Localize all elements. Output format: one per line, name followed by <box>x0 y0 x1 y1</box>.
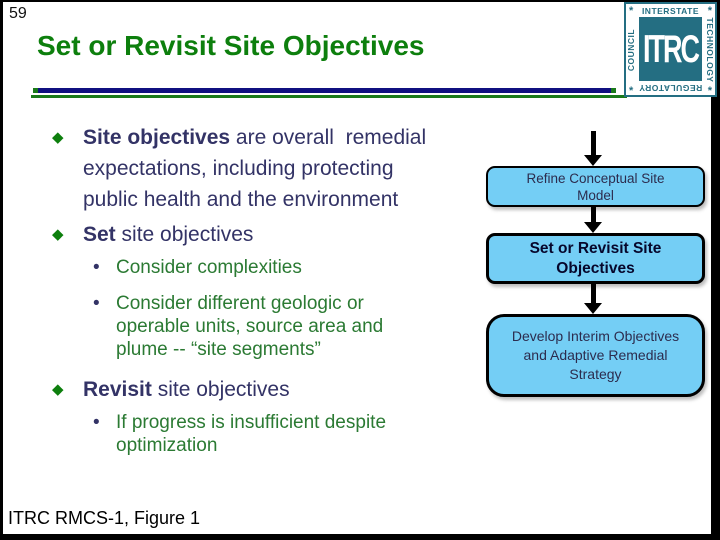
bullet-text: Revisit site objectives <box>83 374 290 405</box>
flow-arrow-down <box>584 207 602 233</box>
sub-bullet-consider-complexities: • Consider complexities <box>93 256 480 279</box>
star-icon: * <box>629 85 634 97</box>
bullet-item-revisit-objectives: ◆ Revisit site objectives <box>48 374 480 405</box>
logo-word-council: COUNCIL <box>626 28 636 71</box>
sub-bullet-text: Consider different geologic or operable … <box>116 292 383 361</box>
sub-bullet-line: Consider different geologic or <box>116 293 364 314</box>
slide-number: 59 <box>9 5 27 22</box>
slide-canvas: 59 Set or Revisit Site Objectives ◆ Site… <box>3 2 717 534</box>
star-icon: * <box>629 5 634 17</box>
sub-bullet-insufficient-progress: • If progress is insufficient despite op… <box>93 411 480 457</box>
flow-arrow-down <box>584 131 602 166</box>
logo-word-interstate: INTERSTATE <box>641 6 700 16</box>
flowchart-box-line: Refine Conceptual Site <box>526 170 665 186</box>
sub-bullet-line: If progress is insufficient despite <box>116 412 387 433</box>
dot-bullet-icon: • <box>93 293 100 314</box>
bullet-rest-text: site objectives <box>115 223 254 246</box>
flowchart-box-develop-interim-objectives: Develop Interim Objectives and Adaptive … <box>486 314 705 397</box>
arrow-shaft <box>590 131 596 155</box>
flowchart-box-line: Strategy <box>569 366 622 382</box>
logo-word-technology: TECHNOLOGY <box>705 17 715 82</box>
bullet-lead-text: Revisit <box>83 378 152 401</box>
diamond-bullet-icon: ◆ <box>52 129 64 146</box>
bullet-rest-text: are overall remedial <box>230 126 427 149</box>
flowchart-box-line: Objectives <box>556 259 635 277</box>
bullet-list: ◆ Site objectives are overall remedial e… <box>48 122 480 457</box>
logo-center-square: ITRC <box>639 17 702 81</box>
arrow-head-icon <box>584 222 602 233</box>
diamond-bullet-icon: ◆ <box>52 226 64 243</box>
slide-title: Set or Revisit Site Objectives <box>37 30 425 61</box>
bullet-text-line: expectations, including protecting <box>83 157 394 180</box>
star-icon: * <box>707 5 712 17</box>
flowchart-box-set-revisit-objectives: Set or Revisit Site Objectives <box>486 233 705 284</box>
sub-bullet-text: Consider complexities <box>116 256 302 279</box>
bullet-text: Set site objectives <box>83 219 253 250</box>
dot-bullet-icon: • <box>93 257 100 278</box>
diamond-bullet-icon: ◆ <box>52 381 64 398</box>
logo-itrc-text: ITRC <box>643 26 700 71</box>
flowchart-box-line: Model <box>577 187 614 203</box>
sub-bullet-line: optimization <box>116 435 218 456</box>
star-icon: * <box>707 85 712 97</box>
flowchart-box-line: Set or Revisit Site <box>529 239 662 257</box>
sub-bullet-line: operable units, source area and <box>116 316 384 337</box>
flow-arrow-down <box>584 284 602 314</box>
bullet-text: Site objectives are overall remedial exp… <box>83 122 426 215</box>
footer-citation: ITRC RMCS-1, Figure 1 <box>8 508 201 528</box>
bullet-item-set-objectives: ◆ Set site objectives <box>48 219 480 250</box>
sub-bullet-line: plume -- “site segments” <box>116 339 321 360</box>
itrc-logo: * * * * INTERSTATE TECHNOLOGY REGULATORY… <box>624 2 717 97</box>
bullet-text-line: public health and the environment <box>83 188 399 211</box>
arrow-shaft <box>590 207 596 222</box>
arrow-head-icon <box>584 303 602 314</box>
logo-word-regulatory: REGULATORY <box>638 83 703 93</box>
title-underline-green <box>31 95 627 98</box>
flowchart-box-refine-csm: Refine Conceptual Site Model <box>486 166 705 207</box>
flowchart-box-line: and Adaptive Remedial <box>523 347 668 363</box>
title-underline-navy <box>33 88 616 93</box>
flowchart-box-line: Develop Interim Objectives <box>511 328 680 344</box>
bullet-rest-text: site objectives <box>151 378 290 401</box>
arrow-shaft <box>590 284 596 303</box>
sub-bullet-text: If progress is insufficient despite opti… <box>116 411 386 457</box>
sub-bullet-line: Consider complexities <box>116 257 302 278</box>
arrow-head-icon <box>584 155 602 166</box>
bullet-lead-text: Site objectives <box>83 126 231 149</box>
dot-bullet-icon: • <box>93 412 100 433</box>
sub-bullet-site-segments: • Consider different geologic or operabl… <box>93 292 480 361</box>
bullet-lead-text: Set <box>83 223 116 246</box>
bullet-item-site-objectives: ◆ Site objectives are overall remedial e… <box>48 122 480 215</box>
